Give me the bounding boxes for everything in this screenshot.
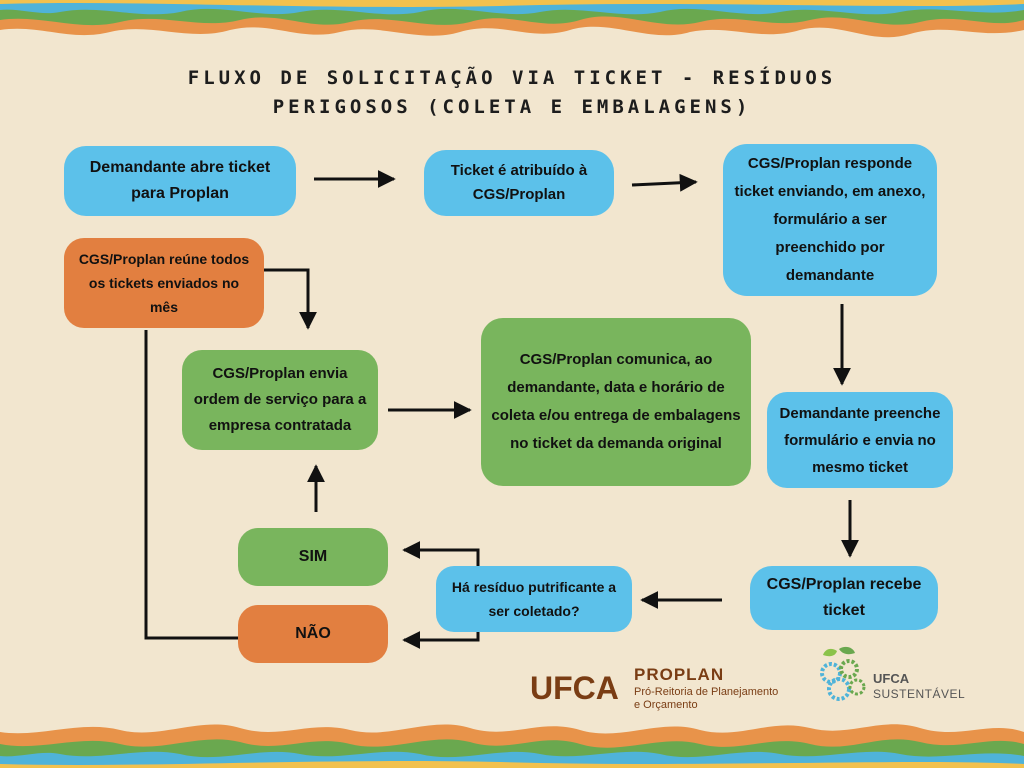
svg-text:UFCA: UFCA [530,670,619,705]
ufca-proplan-logo: UFCA PROPLAN Pró-Reitoria de Planejament… [530,665,790,715]
node-ticket-atribuido: Ticket é atribuído à CGS/Proplan [424,150,614,216]
node-nao: NÃO [238,605,388,663]
sustentavel-line-2: SUSTENTÁVEL [873,687,966,701]
node-cgs-envia-ordem-servico: CGS/Proplan envia ordem de serviço para … [182,350,378,450]
bottom-decoration [0,724,1024,768]
node-label: Ticket é atribuído à CGS/Proplan [450,162,588,203]
node-label: Demandante abre ticket para Proplan [89,159,271,202]
sustentavel-line-1: UFCA [873,671,910,686]
node-label: Há resíduo putrificante a ser coletado? [451,579,617,619]
node-sim: SIM [238,528,388,586]
node-demandante-preenche-formulario: Demandante preenche formulário e envia n… [767,392,953,488]
node-label: Demandante preenche formulário e envia n… [779,404,941,476]
page-title: FLUXO DE SOLICITAÇÃO VIA TICKET - RESÍDU… [187,67,837,118]
proplan-name: PROPLAN [634,665,725,684]
node-label: CGS/Proplan comunica, ao demandante, dat… [491,351,741,452]
node-label: SIM [298,548,328,565]
arrow-atribuido-to-responde [631,173,698,192]
node-cgs-recebe-ticket: CGS/Proplan recebe ticket [750,566,938,630]
arrow-decisao-to-nao [402,631,480,649]
node-label: NÃO [295,625,331,642]
proplan-subtitle-1: Pró-Reitoria de Planejamento [634,686,779,698]
ufca-mark: UFCA [530,670,619,705]
node-demandante-abre-ticket: Demandante abre ticket para Proplan [64,146,296,216]
node-label: CGS/Proplan recebe ticket [766,576,922,619]
gears-leaf-icon [820,646,866,701]
node-decisao-residuo-putrificante: Há resíduo putrificante a ser coletado? [436,566,632,632]
node-label: CGS/Proplan responde ticket enviando, em… [734,155,926,284]
node-cgs-comunica-demandante: CGS/Proplan comunica, ao demandante, dat… [481,318,751,486]
ufca-sustentavel-logo: UFCA SUSTENTÁVEL [815,645,965,711]
node-label: CGS/Proplan envia ordem de serviço para … [193,365,367,434]
node-cgs-reune-tickets: CGS/Proplan reúne todos os tickets envia… [64,238,264,328]
node-cgs-responde-ticket: CGS/Proplan responde ticket enviando, em… [723,144,937,296]
top-decoration [0,0,1024,38]
proplan-subtitle-2: e Orçamento [634,699,698,711]
node-label: CGS/Proplan reúne todos os tickets envia… [78,251,250,315]
arrow-reune-to-envia-os [264,268,317,330]
